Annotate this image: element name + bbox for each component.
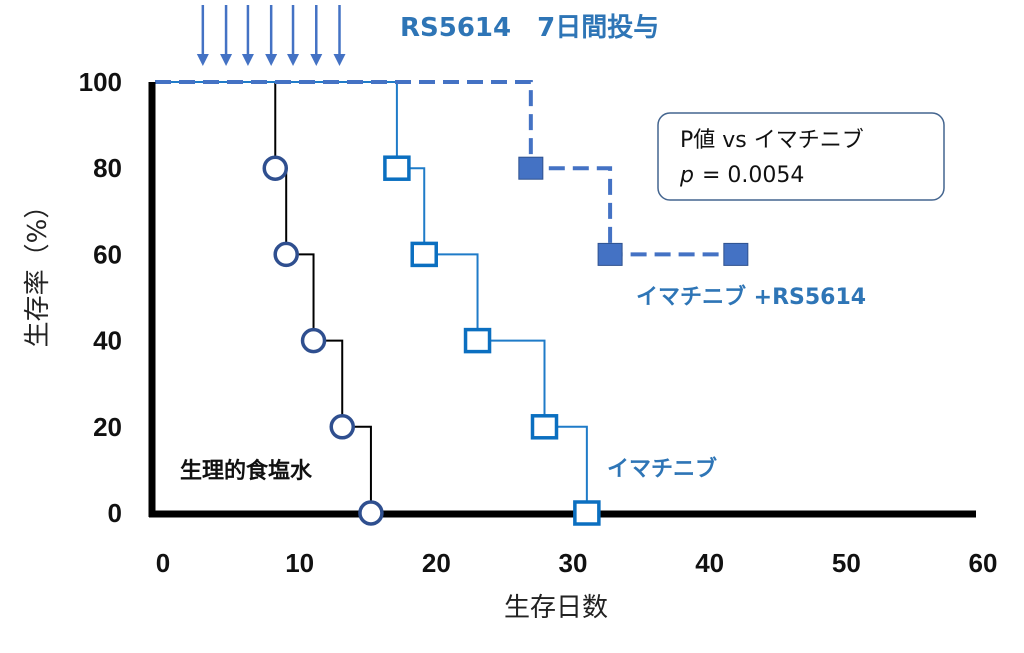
y-tick-label: 20: [93, 412, 122, 442]
data-point: [383, 155, 411, 181]
data-point: [723, 242, 749, 266]
y-tick-label: 40: [93, 326, 122, 356]
annotation-line2: p = 0.0054: [679, 163, 804, 188]
x-tick-label: 20: [422, 548, 451, 578]
dosing-arrow-icon: [196, 5, 209, 66]
annotation-line1: P値 vs イマチニブ: [680, 128, 864, 153]
chart-title: RS5614 7日間投与: [400, 13, 659, 43]
dosing-arrow-icon: [287, 5, 300, 66]
series-line-2: [155, 80, 736, 257]
dosing-arrow-icon: [220, 5, 233, 66]
dosing-arrow-icon: [310, 5, 323, 66]
p-value-annotation: P値 vs イマチニブ p = 0.0054: [657, 112, 945, 201]
series-label-saline: 生理的食塩水: [180, 458, 313, 484]
x-tick-label: 40: [695, 548, 724, 578]
x-tick-label: 0: [156, 548, 170, 578]
data-point: [518, 156, 544, 180]
x-tick-label: 10: [285, 548, 314, 578]
dosing-arrow-icon: [241, 5, 254, 66]
dosing-arrows: [196, 5, 346, 66]
p-value: = 0.0054: [702, 163, 804, 188]
x-tick-label: 30: [559, 548, 588, 578]
p-label: p: [679, 163, 694, 188]
data-point: [463, 327, 492, 354]
series-label-combo: イマチニブ +RS5614: [636, 284, 866, 310]
dosing-arrow-icon: [333, 5, 346, 66]
data-point: [597, 242, 623, 266]
dosing-arrow-icon: [265, 5, 278, 66]
annotation-box: [657, 112, 945, 201]
x-tick-label: 50: [832, 548, 861, 578]
data-point: [262, 155, 289, 181]
data-point: [300, 327, 327, 354]
x-tick-label: 60: [969, 548, 998, 578]
series-line-0: [155, 81, 372, 513]
data-point: [530, 414, 559, 440]
series-line-1: [155, 81, 588, 513]
data-point: [329, 414, 355, 440]
y-tick-label: 100: [79, 67, 122, 97]
series-label-imatinib: イマチニブ: [607, 456, 717, 482]
x-axis-label: 生存日数: [504, 593, 608, 623]
y-axis-label: 生存率（%）: [23, 193, 53, 348]
data-point: [358, 500, 384, 526]
data-point: [273, 241, 299, 268]
data-point: [573, 500, 601, 526]
y-tick-label: 0: [108, 498, 122, 528]
data-point: [410, 241, 438, 268]
y-tick-label: 60: [93, 239, 122, 269]
y-tick-label: 80: [93, 153, 122, 183]
